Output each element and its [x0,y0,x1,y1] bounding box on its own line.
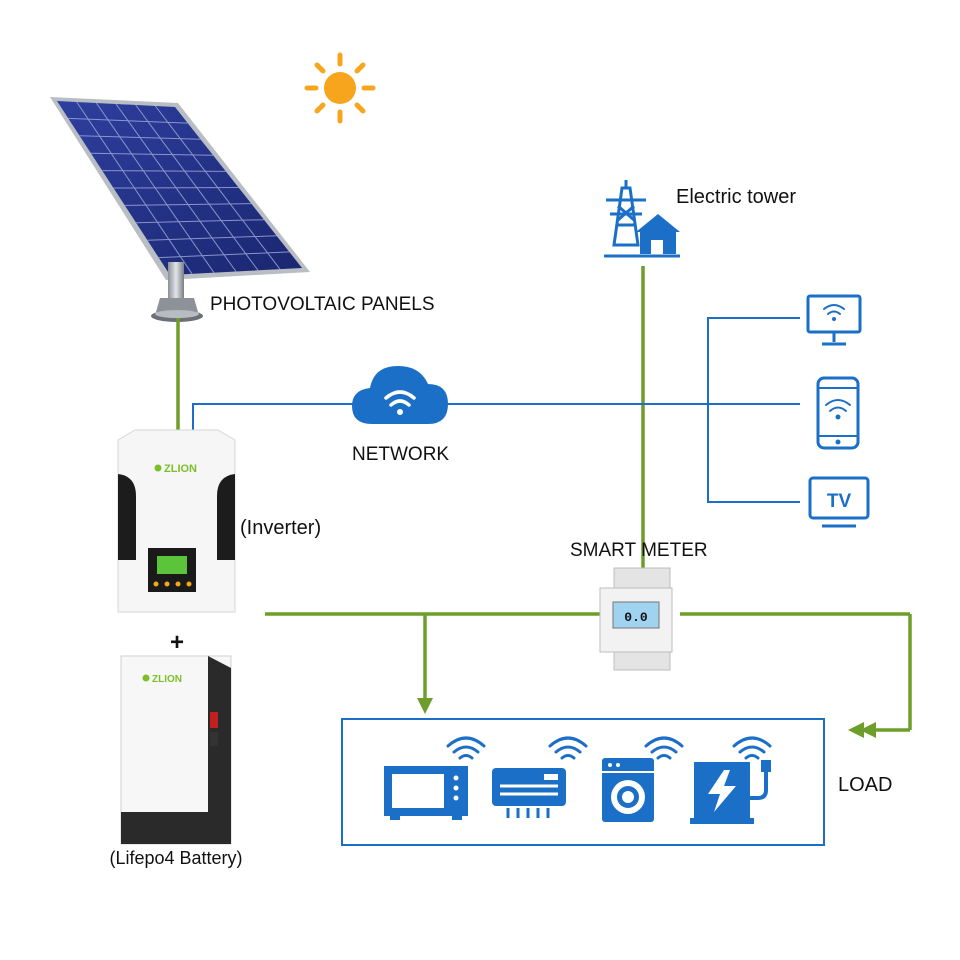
battery-label: (Lifepo4 Battery) [109,848,242,868]
panel-grid-line [136,219,264,224]
air-conditioner-icon [492,768,566,818]
panel-grid-line [158,251,290,259]
solar-panel-icon [50,97,310,322]
inverter-label: (Inverter) [240,517,321,539]
wifi-icon [644,736,684,760]
load-label: LOAD [838,774,892,796]
smart-meter-label: SMART METER [570,540,708,561]
battery-icon: ZLION [120,655,232,845]
tv-icon: TV [808,476,870,528]
sun-icon [304,52,376,124]
electric-tower-label: Electric tower [676,186,796,208]
panel-grid-line [68,117,188,124]
electric-tower-icon [604,180,680,258]
microwave-icon [384,766,468,820]
panel-grid-line [90,152,214,156]
panel-grid-line [113,187,239,189]
load-box [341,718,825,846]
network-label: NETWORK [352,444,449,465]
meter-reading: 0.0 [624,610,648,625]
power-lines [176,266,912,732]
smartphone-wifi-icon [816,376,860,450]
panel-grid-line [79,135,201,140]
monitor-wifi-icon [806,294,862,346]
wifi-icon [732,736,772,760]
battery-logo: ZLION [152,674,182,685]
house-icon [636,214,680,254]
panel-grid-line [102,170,226,172]
wifi-icon [548,736,588,760]
wifi-icon [446,736,486,760]
smart-meter-icon: 0.0 [599,567,673,671]
panel-grid-line [124,203,252,206]
ev-charger-icon [690,760,771,824]
washing-machine-icon [602,758,654,822]
network-cloud-icon [352,366,448,424]
inverter-icon: ZLION [117,429,236,613]
arrowhead-down [417,698,433,714]
arrowhead-left [848,722,876,738]
plus-sign: + [170,629,184,656]
tv-text: TV [827,491,852,512]
panel-grid-line [147,235,277,241]
pv-panels-label: PHOTOVOLTAIC PANELS [210,294,435,315]
inverter-logo: ZLION [164,463,197,475]
network-lines [192,317,800,503]
